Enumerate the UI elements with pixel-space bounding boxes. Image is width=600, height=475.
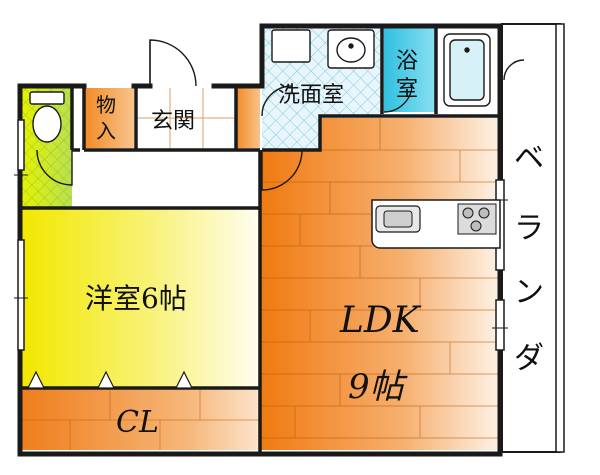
- stove-icon: [457, 203, 497, 235]
- closet-doors: [27, 370, 193, 389]
- ldk-label: LDK: [339, 300, 422, 341]
- kitchen-counter: [371, 199, 501, 249]
- storage-fill: [84, 88, 134, 148]
- veranda-label-4: ダ: [514, 341, 544, 376]
- washroom-label: 洗面室: [278, 83, 344, 108]
- western-room-label: 洋室6帖: [85, 282, 187, 315]
- bathtub-icon: [443, 33, 491, 107]
- western-room-fill: [22, 208, 260, 388]
- veranda-label-1: ベ: [514, 141, 544, 176]
- ldk-floor-planks: [260, 118, 500, 439]
- closet-boards: [22, 390, 260, 450]
- inner-walls: [20, 26, 500, 454]
- doors: [36, 39, 525, 191]
- veranda-label-2: ラ: [514, 211, 544, 246]
- storage-label-2: 入: [96, 119, 116, 143]
- veranda-railing: [555, 23, 565, 453]
- hallway-fill: [80, 150, 260, 208]
- veranda-label-3: ン: [514, 275, 544, 310]
- washbasin-icon: [327, 29, 375, 69]
- ldk-size-label: 9帖: [348, 367, 409, 407]
- toilet-icon: [29, 91, 65, 143]
- bath-label-1: 浴: [396, 49, 418, 74]
- entrance-label: 玄関: [151, 109, 195, 134]
- bath-fill: [384, 28, 436, 112]
- washing-machine-icon: [271, 29, 311, 63]
- veranda: [501, 23, 561, 453]
- closet-label: CL: [116, 405, 159, 440]
- shoe-box-fill: [236, 88, 260, 148]
- bath-label-2: 室: [396, 77, 418, 102]
- entrance-tiles: [138, 88, 236, 148]
- storage-label-1: 物: [96, 93, 116, 117]
- closet-fill: [22, 388, 260, 450]
